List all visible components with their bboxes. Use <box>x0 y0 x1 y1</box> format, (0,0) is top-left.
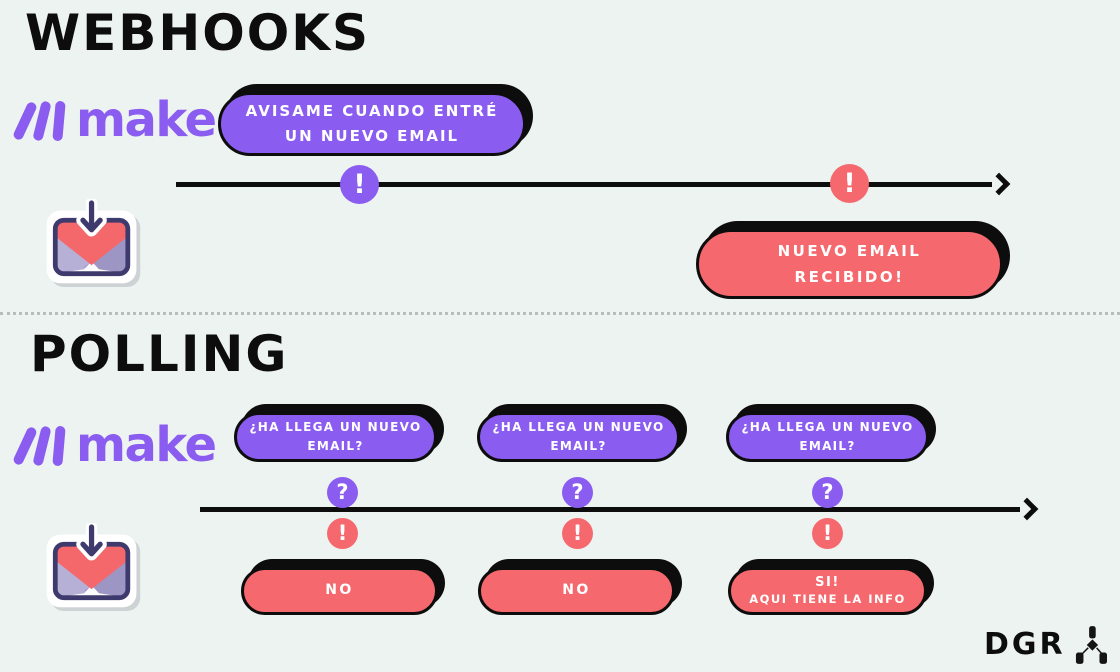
section-divider <box>0 312 1120 315</box>
webhook-request-pill: AVISAME CUANDO ENTRÉ UN NUEVO EMAIL <box>218 84 533 156</box>
webhook-request-pill-line1: AVISAME CUANDO ENTRÉ <box>245 102 499 121</box>
polling-response-pill-line2: AQUI TIENE LA INFO <box>749 592 906 607</box>
webhook-response-pill: NUEVO EMAIL RECIBIDO! <box>696 221 1010 299</box>
make-logo: make <box>12 417 217 473</box>
exclamation-marker-icon: ! <box>340 165 379 204</box>
webhook-response-pill-line1: NUEVO EMAIL <box>777 241 922 260</box>
polling-request-pill-line1: ¿HA LLEGA UN NUEVO <box>741 420 914 435</box>
make-logo-icon <box>12 424 66 467</box>
make-logo: make <box>12 92 217 148</box>
webhooks-section-title: WEBHOOKS <box>25 4 371 62</box>
dgr-wordmark: DGR <box>984 627 1066 662</box>
make-logo-wordmark: make <box>76 417 217 473</box>
gmail-incoming-mail-icon <box>46 523 141 612</box>
webhooks-timeline-arrow <box>176 182 992 187</box>
exclamation-marker-icon: ! <box>327 518 358 549</box>
polling-request-pill-line2: EMAIL? <box>550 439 607 453</box>
polling-response-pill-line1: NO <box>325 582 354 599</box>
polling-request-pill: ¿HA LLEGA UN NUEVO EMAIL? <box>234 404 444 462</box>
make-bar-icon <box>52 100 66 142</box>
question-marker-icon: ? <box>562 477 593 508</box>
dgr-flowchart-icon <box>1075 626 1107 664</box>
webhook-response-pill-line2: RECIBIDO! <box>794 268 905 286</box>
gmail-incoming-mail-icon <box>46 199 141 288</box>
polling-response-pill: NO <box>478 559 682 615</box>
exclamation-marker-icon: ! <box>812 518 843 549</box>
polling-response-pill: NO <box>241 559 445 615</box>
polling-section-title: POLLING <box>30 325 289 383</box>
polling-request-pill-line2: EMAIL? <box>799 439 856 453</box>
polling-request-pill-line1: ¿HA LLEGA UN NUEVO <box>492 420 665 435</box>
polling-response-pill-line1: NO <box>562 582 591 599</box>
webhook-request-pill-line2: UN NUEVO EMAIL <box>284 127 460 145</box>
make-logo-wordmark: make <box>76 92 217 148</box>
polling-response-pill-line1: SI! <box>815 575 840 591</box>
polling-timeline-arrow <box>200 507 1020 512</box>
polling-request-pill: ¿HA LLEGA UN NUEVO EMAIL? <box>726 404 936 462</box>
question-marker-icon: ? <box>327 477 358 508</box>
dgr-logo: DGR <box>984 625 1107 665</box>
question-marker-icon: ? <box>812 477 843 508</box>
exclamation-marker-icon: ! <box>562 518 593 549</box>
make-bar-icon <box>52 425 66 467</box>
polling-request-pill-line1: ¿HA LLEGA UN NUEVO <box>249 420 422 435</box>
make-logo-icon <box>12 99 66 142</box>
polling-response-pill: SI! AQUI TIENE LA INFO <box>728 559 934 615</box>
polling-request-pill: ¿HA LLEGA UN NUEVO EMAIL? <box>477 404 687 462</box>
polling-request-pill-line2: EMAIL? <box>307 439 364 453</box>
exclamation-marker-icon: ! <box>830 164 869 203</box>
